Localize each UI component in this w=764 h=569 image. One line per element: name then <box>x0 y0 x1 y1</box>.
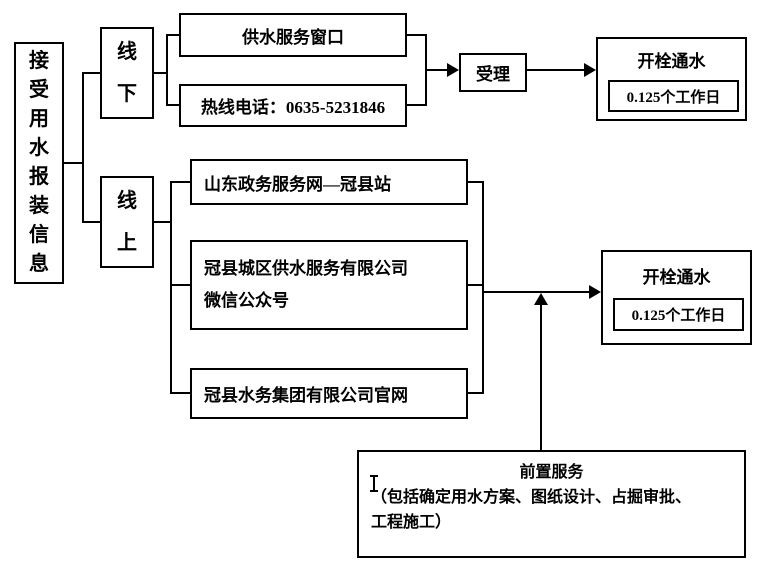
node-service-window-label: 供水服务窗口 <box>242 27 344 47</box>
node-open-water-bottom-duration-box: 0.125个工作日 <box>613 298 744 331</box>
node-wechat-account-label: 冠县城区供水服务有限公司微信公众号 <box>204 259 408 310</box>
node-hotline: 热线电话：0635-5231846 <box>179 84 407 127</box>
connector-window-out <box>407 34 427 36</box>
connector-website-out <box>468 392 484 394</box>
node-offline: 线下 <box>100 27 154 119</box>
arrowhead-pre-service-up <box>534 293 548 305</box>
node-online: 线上 <box>100 176 154 268</box>
connector-to-window <box>166 34 179 36</box>
node-official-website-label: 冠县水务集团有限公司官网 <box>204 386 408 405</box>
arrowhead-to-open-top <box>584 63 596 77</box>
connector-to-website <box>170 392 190 394</box>
arrowhead-to-accept <box>447 63 459 77</box>
connector-to-accept <box>425 69 449 71</box>
node-receive-info-label: 接受用水报装信息 <box>29 50 49 275</box>
connector-to-offline <box>82 72 100 74</box>
arrowhead-to-open-bottom <box>589 285 601 299</box>
node-pre-service-title: 前置服务 <box>519 464 584 481</box>
node-offline-label: 线下 <box>117 41 137 105</box>
connector-online-bracket <box>170 181 172 394</box>
node-pre-service-desc: （包括确定用水方案、图纸设计、占掘审批、 工程施工） <box>371 489 692 531</box>
node-open-water-top-duration: 0.125个工作日 <box>626 89 721 106</box>
node-hotline-label: 热线电话：0635-5231846 <box>200 98 386 117</box>
node-service-window: 供水服务窗口 <box>179 13 407 57</box>
connector-receive-bracket <box>82 72 84 223</box>
node-wechat-account: 冠县城区供水服务有限公司微信公众号 <box>190 240 468 330</box>
connector-to-sd-gov <box>170 181 190 183</box>
connector-receive-stub <box>64 162 82 164</box>
connector-to-wechat <box>170 284 190 286</box>
node-open-water-bottom-title: 开栓通水 <box>642 268 711 287</box>
node-sd-gov-site: 山东政务服务网—冠县站 <box>190 159 468 205</box>
node-sd-gov-site-label: 山东政务服务网—冠县站 <box>204 174 391 194</box>
connector-online-join <box>482 181 484 394</box>
node-accept: 受理 <box>459 53 527 92</box>
connector-to-open-bottom <box>482 291 589 293</box>
node-official-website: 冠县水务集团有限公司官网 <box>190 368 468 419</box>
connector-to-online <box>82 221 100 223</box>
node-online-label: 线上 <box>117 190 137 254</box>
node-open-water-top: 开栓通水 0.125个工作日 <box>596 37 747 121</box>
connector-pre-service-up <box>540 304 542 450</box>
node-receive-info: 接受用水报装信息 <box>14 42 64 284</box>
connector-accept-to-open <box>527 69 584 71</box>
text-cursor-icon <box>368 475 380 492</box>
connector-hotline-out <box>407 104 427 106</box>
connector-offline-bracket <box>166 34 168 106</box>
connector-sd-gov-out <box>468 181 484 183</box>
node-pre-service: 前置服务 （包括确定用水方案、图纸设计、占掘审批、 工程施工） <box>357 450 746 558</box>
node-accept-label: 受理 <box>476 65 510 84</box>
connector-online-stub <box>154 221 172 223</box>
connector-offline-stub <box>154 72 168 74</box>
connector-to-hotline <box>166 104 179 106</box>
node-open-water-bottom-duration: 0.125个工作日 <box>631 308 726 324</box>
node-open-water-bottom: 开栓通水 0.125个工作日 <box>601 250 752 345</box>
node-open-water-top-title: 开栓通水 <box>637 52 706 71</box>
node-open-water-top-duration-box: 0.125个工作日 <box>608 80 739 112</box>
connector-wechat-out <box>468 284 484 286</box>
